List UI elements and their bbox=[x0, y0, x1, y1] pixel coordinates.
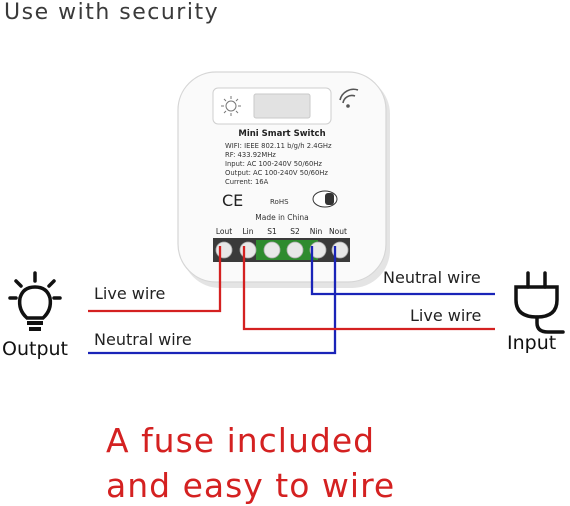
input-neutral-wire bbox=[310, 246, 495, 296]
right-neutral-label: Neutral wire bbox=[383, 268, 481, 287]
output-live-wire bbox=[88, 246, 222, 313]
footer-line-1: A fuse included bbox=[106, 421, 376, 460]
ce-mark: CE bbox=[222, 191, 243, 210]
left-live-label: Live wire bbox=[94, 284, 165, 303]
device-name: Mini Smart Switch bbox=[238, 129, 325, 139]
input-label: Input bbox=[507, 332, 557, 354]
spec-line: WIFI: IEEE 802.11 b/g/h 2.4GHz bbox=[225, 142, 332, 150]
output-label: Output bbox=[2, 338, 68, 360]
left-neutral-label: Neutral wire bbox=[94, 330, 192, 349]
device-indicator bbox=[253, 93, 311, 119]
output-neutral-wire bbox=[88, 246, 337, 355]
sun-icon bbox=[221, 96, 241, 116]
terminal-label: Lout bbox=[216, 227, 232, 236]
wifi-signal-icon bbox=[339, 88, 359, 108]
spec-line: Current: 16A bbox=[225, 178, 269, 186]
terminal-label: S2 bbox=[290, 227, 300, 236]
input-live-wire bbox=[242, 246, 495, 331]
spec-line: RF: 433.92MHz bbox=[225, 151, 276, 159]
terminal-label: Nin bbox=[310, 227, 323, 236]
footer-line-2: and easy to wire bbox=[106, 466, 396, 505]
terminal-label: Lin bbox=[242, 227, 253, 236]
rohs-mark: RoHS bbox=[270, 198, 289, 206]
page-title: Use with security bbox=[4, 0, 220, 25]
made-in-label: Made in China bbox=[255, 213, 308, 222]
wifi-logo-icon bbox=[312, 190, 338, 208]
spec-line: Input: AC 100-240V 50/60Hz bbox=[225, 160, 322, 168]
terminal-label: Nout bbox=[329, 227, 347, 236]
light-bulb-icon bbox=[8, 271, 62, 331]
spec-line: Output: AC 100-240V 50/60Hz bbox=[225, 169, 328, 177]
terminal-label: S1 bbox=[267, 227, 277, 236]
right-live-label: Live wire bbox=[410, 306, 481, 325]
power-plug-icon bbox=[514, 271, 565, 334]
